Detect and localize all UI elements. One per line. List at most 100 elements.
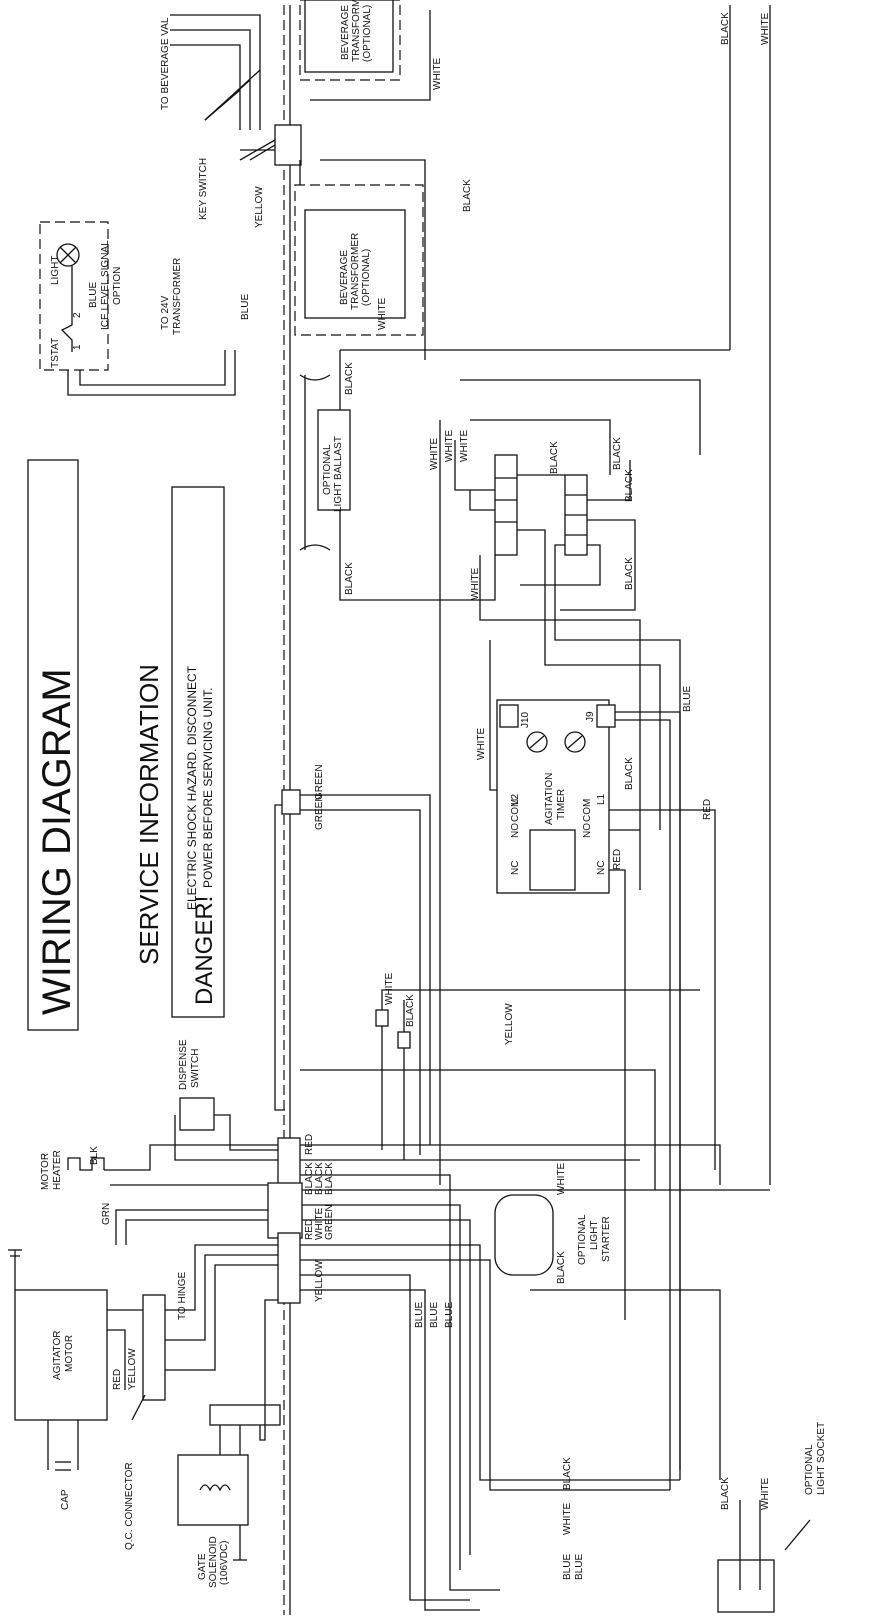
ice-level-signal-label-2: OPTION xyxy=(112,267,123,305)
wire-label-white-conn: WHITE xyxy=(314,1207,325,1240)
light-ballast-label: OPTIONAL xyxy=(322,444,333,495)
dispense-switch[interactable] xyxy=(179,1097,215,1131)
wire-label-white-tb3: WHITE xyxy=(459,429,470,462)
light-starter-label-3: STARTER xyxy=(601,1216,612,1262)
to-24v-transformer-label-2: TRANSFORMER xyxy=(172,258,183,335)
ice-level-signal-box xyxy=(39,221,109,371)
beverage-transformer-lower-frame xyxy=(294,184,424,336)
wire-label-blue-conn: BLUE xyxy=(414,1302,425,1328)
wire-label-red-conn-2: RED xyxy=(304,1219,315,1240)
danger-text-line2: POWER BEFORE SERVICING UNIT. xyxy=(201,688,215,888)
timer-term-nc-a: NC xyxy=(510,861,521,875)
motor-heater-element xyxy=(67,1157,105,1171)
wire-label-yellow-conn: YELLOW xyxy=(314,1260,325,1302)
connector-harness-2 xyxy=(267,1182,303,1239)
wire-label-white-bottom: WHITE xyxy=(562,1502,573,1535)
wire-label-white-tb1: WHITE xyxy=(429,437,440,470)
wire-label-black-conn-3: BLACK xyxy=(324,1162,335,1195)
qc-connector xyxy=(142,1294,166,1401)
gate-solenoid-label-2: SOLENOID xyxy=(208,1536,219,1588)
beverage-transformer-upper-label-2: TRANSFORM xyxy=(351,0,362,62)
agitator-motor-label-2: MOTOR xyxy=(64,1335,75,1372)
wire-label-yellow-mid: YELLOW xyxy=(504,1003,515,1045)
wire-label-white-socket: WHITE xyxy=(760,1477,771,1510)
wire-label-blue-tstat: BLUE xyxy=(88,282,99,308)
beverage-transformer-lower-label: BEVERAGE xyxy=(339,250,350,305)
danger-text-line1: ELECTRIC SHOCK HAZARD. DISCONNECT xyxy=(185,665,199,910)
ground-connector xyxy=(281,789,301,815)
to-24v-transformer-label: TO 24V xyxy=(160,295,171,330)
agitation-timer-label: AGITATION xyxy=(544,773,555,825)
title-frame xyxy=(27,459,79,1031)
wire-label-black-tb4: BLACK xyxy=(624,557,635,590)
wire-label-blue-conn-2: BLUE xyxy=(429,1302,440,1328)
beverage-transformer-lower xyxy=(304,209,406,319)
timer-term-no-a: NO xyxy=(510,823,521,838)
danger-frame xyxy=(171,486,225,1018)
key-switch-body[interactable] xyxy=(274,124,302,166)
beverage-transformer-upper xyxy=(304,0,394,73)
to-beverage-valve-label: TO BEVERAGE VAL xyxy=(160,17,171,110)
cap-label: CAP xyxy=(60,1489,71,1510)
terminal-block-left xyxy=(494,454,518,556)
wire-label-black-starter: BLACK xyxy=(556,1251,567,1284)
diagram-title: WIRING DIAGRAM xyxy=(35,668,79,1015)
wire-label-black-tb1: BLACK xyxy=(549,441,560,474)
wire-label-white-inline: WHITE xyxy=(384,972,395,1005)
gate-solenoid-label: GATE xyxy=(197,1553,208,1580)
light-socket-label: OPTIONAL xyxy=(804,1444,815,1495)
beverage-transformer-lower-label-2: TRANSFORMER xyxy=(350,233,361,310)
wire-label-black-ballast-bottom: BLACK xyxy=(344,562,355,595)
timer-term-l2: L2 xyxy=(510,793,521,805)
light-socket-label-2: LIGHT SOCKET xyxy=(816,1422,827,1495)
optional-light-starter xyxy=(494,1194,554,1276)
timer-j9-label: J9 xyxy=(585,711,596,722)
light-label: LIGHT xyxy=(50,256,61,285)
tstat-terminal-1: 1 xyxy=(72,344,83,350)
light-starter-label-2: LIGHT xyxy=(589,1221,600,1250)
timer-term-l1: L1 xyxy=(596,793,607,805)
beverage-transformer-upper-label-3: (OPTIONAL) xyxy=(362,5,373,62)
timer-term-no-b: NO xyxy=(582,823,593,838)
service-information-heading: SERVICE INFORMATION xyxy=(134,664,164,965)
inline-connector-white xyxy=(375,1009,389,1027)
wire-label-yellow-motor: YELLOW xyxy=(127,1348,138,1390)
wire-label-black-tb2: BLACK xyxy=(612,437,623,470)
wire-label-black-conn-2: BLACK xyxy=(314,1162,325,1195)
wire-label-black-timer: BLACK xyxy=(624,757,635,790)
timer-term-com-a: COM xyxy=(510,799,521,822)
inline-connector-black xyxy=(397,1031,411,1049)
agitation-timer-label-2: TIMER xyxy=(556,789,567,820)
dispense-switch-label: DISPENSE xyxy=(178,1039,189,1090)
agitator-motor-label: AGITATOR xyxy=(52,1331,63,1380)
timer-term-com-b: COM xyxy=(582,799,593,822)
tstat-label: TSTAT xyxy=(50,338,61,368)
wire-label-black-right: BLACK xyxy=(720,12,731,45)
timer-relay xyxy=(529,829,576,891)
wire-label-black-ballast-top: BLACK xyxy=(344,362,355,395)
wire-label-yellow-top: YELLOW xyxy=(254,186,265,228)
gate-solenoid xyxy=(177,1454,249,1526)
beverage-transformer-upper-label: BEVERAGE xyxy=(340,5,351,60)
timer-jumper-j10[interactable] xyxy=(499,704,519,728)
optional-light-socket xyxy=(717,1559,775,1613)
wire-label-grn: GRN xyxy=(101,1203,112,1225)
wire-label-black-vertical-top: BLACK xyxy=(462,179,473,212)
beverage-transformer-lower-label-3: (OPTIONAL) xyxy=(361,249,372,306)
wire-label-blue-main: BLUE xyxy=(240,294,251,320)
wire-label-white-tb2: WHITE xyxy=(444,429,455,462)
solenoid-connector xyxy=(209,1404,281,1426)
wire-label-blue-bottom-2: BLUE xyxy=(574,1554,585,1580)
timer-term-nc-b: NC xyxy=(596,861,607,875)
wire-label-blue-bottom: BLUE xyxy=(562,1554,573,1580)
light-ballast-label-2: LIGHT BALLAST xyxy=(333,436,344,512)
key-switch-label: KEY SWITCH xyxy=(198,158,209,220)
motor-heater-label: MOTOR xyxy=(40,1153,51,1190)
dispense-switch-label-2: SWITCH xyxy=(190,1049,201,1088)
timer-jumper-j9[interactable] xyxy=(596,704,616,728)
wire-label-white-starter: WHITE xyxy=(556,1162,567,1195)
wire-label-red-motor: RED xyxy=(112,1369,123,1390)
wire-label-white-vertical-top: WHITE xyxy=(432,57,443,90)
